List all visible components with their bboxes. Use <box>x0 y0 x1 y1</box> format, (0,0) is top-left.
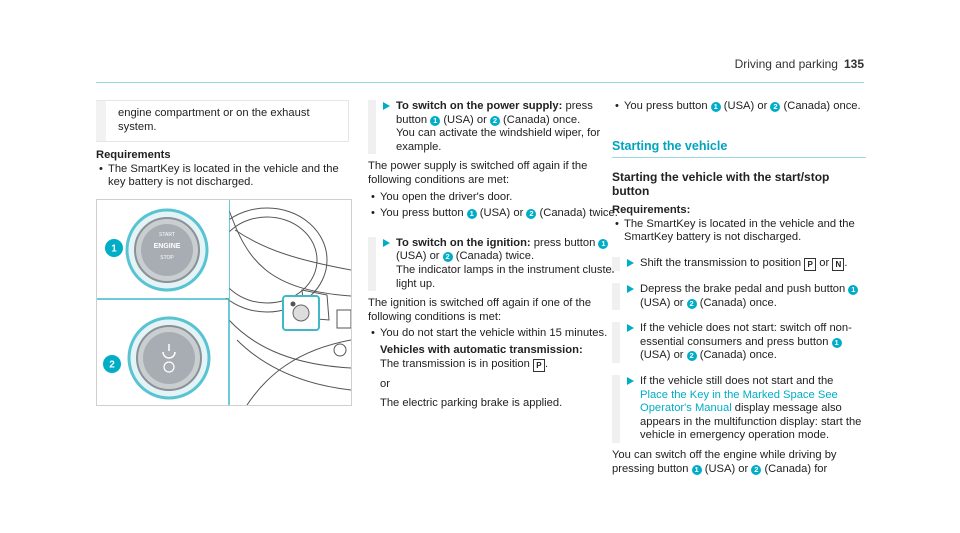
svg-text:1: 1 <box>111 244 117 255</box>
requirements-item: The SmartKey is located in the vehicle a… <box>96 163 350 190</box>
callout-1-icon: 1 <box>598 238 609 249</box>
callout-1-icon: 1 <box>466 209 477 220</box>
display-message-link: Place the Key in the Marked Space See Op… <box>640 388 838 415</box>
step-arrow-icon <box>627 284 634 293</box>
callout-1-icon: 1 <box>691 464 702 475</box>
callout-2-icon: 2 <box>442 252 453 263</box>
column-3: You press button 1 (USA) or 2 (Canada) o… <box>612 100 866 476</box>
step-arrow-icon <box>627 376 634 385</box>
power-off-item-2: You press button 1 (USA) or 2 (Canada) t… <box>368 207 620 221</box>
note-box: engine compartment or on the exhaust sys… <box>96 100 349 142</box>
page-header: Driving and parking 135 <box>734 57 864 72</box>
step-arrow-icon <box>627 324 634 333</box>
highlight-button-icon <box>282 295 320 331</box>
callout-1-icon: 1 <box>430 115 441 126</box>
canada-button-icon <box>127 316 211 400</box>
callout-1-icon: 1 <box>831 337 842 348</box>
start-stop-illustration: START ENGINE STOP 1 2 <box>96 199 352 406</box>
power-off-item-1: You open the driver's door. <box>368 191 620 205</box>
auto-transmission-heading: Vehicles with automatic transmission: <box>380 343 583 356</box>
note-bar <box>96 101 106 141</box>
step-arrow-icon <box>383 102 390 110</box>
req-item: The SmartKey is located in the vehicle a… <box>612 218 866 245</box>
auto-transmission-text: The transmission is in position P. <box>380 357 549 372</box>
req-heading: Requirements: <box>612 204 691 217</box>
ignition-off-item-1: You do not start the vehicle within 15 m… <box>368 327 620 341</box>
callout-2-icon: 2 <box>489 115 500 126</box>
button-stop-label: STOP <box>160 255 174 261</box>
step-shift: Shift the transmission to position P or … <box>612 256 866 271</box>
end-text: You can switch off the engine while driv… <box>612 448 837 475</box>
button-start-label: START <box>159 232 175 238</box>
requirements-heading: Requirements <box>96 149 171 161</box>
requirements-block: Requirements The SmartKey is located in … <box>96 149 350 190</box>
page-number: 135 <box>843 57 864 71</box>
top-item: You press button 1 (USA) or 2 (Canada) o… <box>612 100 866 114</box>
ignition-off-intro: The ignition is switched off again if on… <box>368 297 592 323</box>
step-power-supply: To switch on the power supply: press but… <box>368 100 620 155</box>
callout-1-icon: 1 <box>710 102 721 112</box>
gear-n-icon: N <box>832 257 845 271</box>
sub-title: Starting the vehicle with the start/stop… <box>612 170 830 199</box>
step-arrow-icon <box>627 258 634 267</box>
step-arrow-icon <box>383 238 390 247</box>
section-title: Starting the vehicle <box>612 139 866 159</box>
step-not-start: If the vehicle does not start: switch of… <box>612 322 866 363</box>
callout-2-icon: 2 <box>526 209 537 220</box>
step-ignition: To switch on the ignition: press button … <box>368 236 620 292</box>
callout-2-icon: 2 <box>686 351 697 362</box>
power-off-intro: The power supply is switched off again i… <box>368 160 588 186</box>
or-text: or <box>380 377 390 390</box>
illustration-svg: START ENGINE STOP 1 2 <box>97 200 351 405</box>
column-2: To switch on the power supply: press but… <box>368 100 620 411</box>
button-engine-label: ENGINE <box>154 243 181 250</box>
header-rule <box>96 82 864 83</box>
callout-1: 1 <box>105 239 123 257</box>
callout-2-icon: 2 <box>770 102 781 112</box>
callout-2: 2 <box>103 355 121 373</box>
callout-1-icon: 1 <box>848 284 859 295</box>
callout-2-icon: 2 <box>686 298 697 309</box>
header-title: Driving and parking <box>734 57 838 71</box>
svg-text:2: 2 <box>109 360 115 371</box>
step-emergency: If the vehicle still does not start and … <box>612 374 866 443</box>
engine-button-icon <box>125 208 209 292</box>
note-text: engine compartment or on the exhaust sys… <box>118 107 310 133</box>
gear-p-icon: P <box>804 257 817 271</box>
gear-p-icon: P <box>532 358 545 372</box>
parking-brake-text: The electric parking brake is applied. <box>380 397 563 410</box>
step-brake: Depress the brake pedal and push button … <box>612 282 866 311</box>
callout-2-icon: 2 <box>751 464 762 475</box>
